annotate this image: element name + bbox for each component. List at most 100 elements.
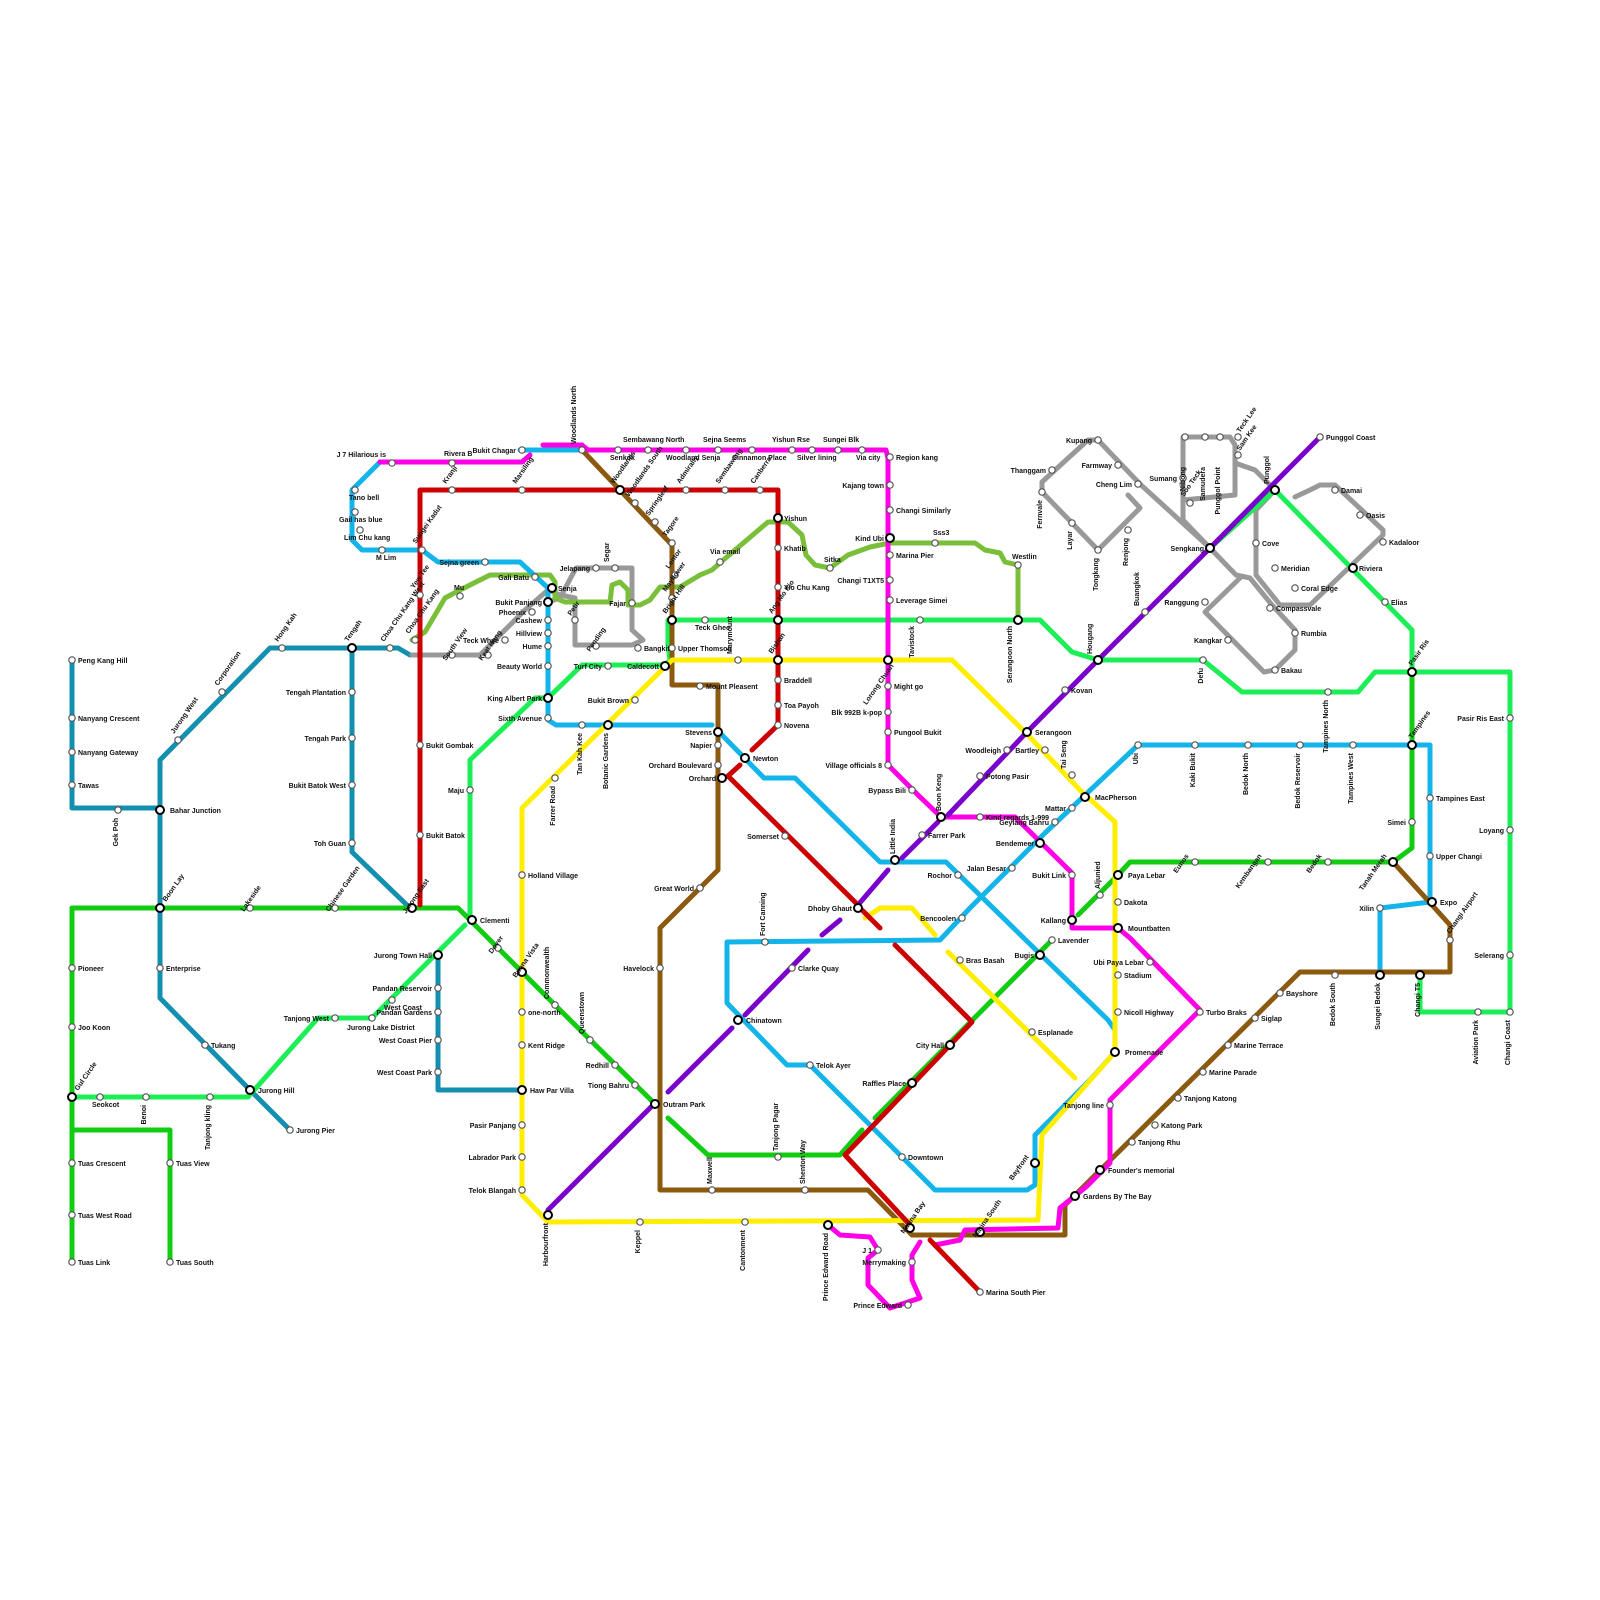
station-bukit-batok-west[interactable] <box>349 782 355 788</box>
station-tawas[interactable] <box>69 782 75 788</box>
station-woodlands-north[interactable] <box>579 447 585 453</box>
station-tuas-west-road[interactable] <box>69 1212 75 1218</box>
station-samudera[interactable] <box>1202 434 1208 440</box>
station-woodlands-south[interactable] <box>632 500 638 506</box>
station-bedok-reservoir[interactable] <box>1297 742 1303 748</box>
station-nanyang-gateway[interactable] <box>69 749 75 755</box>
station-via-email[interactable] <box>717 559 723 565</box>
station-kadaloor[interactable] <box>1380 539 1386 545</box>
station-changi-coast[interactable] <box>1507 1009 1513 1015</box>
station-marina-pier[interactable] <box>887 552 893 558</box>
station-choa-chu-kang-west[interactable] <box>387 645 393 651</box>
station-cheng-lim[interactable] <box>1135 481 1141 487</box>
station-marine-parade[interactable] <box>1200 1069 1206 1075</box>
station-kangkar[interactable] <box>1225 637 1231 643</box>
station-lorong-chuan[interactable] <box>884 656 892 664</box>
station-bukit-link[interactable] <box>1069 872 1075 878</box>
station-braddell[interactable] <box>775 677 781 683</box>
station-hume[interactable] <box>545 643 551 649</box>
station-potong-pasir[interactable] <box>977 773 983 779</box>
station-yishun[interactable] <box>774 514 782 522</box>
station-region-kang[interactable] <box>887 454 893 460</box>
station-tampines-west[interactable] <box>1350 742 1356 748</box>
station-teck-whye[interactable] <box>502 637 508 643</box>
station-beauty-world[interactable] <box>545 663 551 669</box>
station-canberra[interactable] <box>757 487 763 493</box>
station-via-city[interactable] <box>859 447 865 453</box>
station-tampines-east[interactable] <box>1427 795 1433 801</box>
station-sungei-blk[interactable] <box>835 447 841 453</box>
station-j1[interactable] <box>875 1247 881 1253</box>
station-holland-village[interactable] <box>519 872 525 878</box>
station-great-world[interactable] <box>697 885 703 891</box>
station-turf-city[interactable] <box>605 663 611 669</box>
station-pungool-bukit[interactable] <box>885 729 891 735</box>
station-tanjong-line[interactable] <box>1107 1102 1113 1108</box>
station-bendemeer[interactable] <box>1036 839 1044 847</box>
station-bartley[interactable] <box>1042 747 1048 753</box>
station-yio-chu-kang[interactable] <box>775 584 781 590</box>
station-kallang[interactable] <box>1068 916 1076 924</box>
station-botanic-gardens[interactable] <box>604 721 612 729</box>
station-tampines[interactable] <box>1408 741 1416 749</box>
station-corporation[interactable] <box>219 689 225 695</box>
station-jurong-hill[interactable] <box>246 1086 254 1094</box>
station-bayfront[interactable] <box>1031 1159 1039 1167</box>
station-sungei-bedok[interactable] <box>1376 971 1384 979</box>
station-tuas-view[interactable] <box>167 1160 173 1166</box>
station-maxwell[interactable] <box>709 1187 715 1193</box>
station-senkok[interactable] <box>615 447 621 453</box>
station-toh-guan[interactable] <box>349 840 355 846</box>
station-bypass-bili[interactable] <box>909 787 915 793</box>
station-selerang[interactable] <box>1507 952 1513 958</box>
station-upper-thomson[interactable] <box>669 645 675 651</box>
station-stadium[interactable] <box>1115 972 1121 978</box>
station-upper-changi[interactable] <box>1427 853 1433 859</box>
station-siglap[interactable] <box>1252 1015 1258 1021</box>
station-serangoon[interactable] <box>1023 728 1031 736</box>
station-orchard[interactable] <box>718 774 726 782</box>
station-bakau[interactable] <box>1272 667 1278 673</box>
station-enterprise[interactable] <box>157 965 163 971</box>
station-kent-ridge[interactable] <box>519 1042 525 1048</box>
station-village-officials-8[interactable] <box>885 762 891 768</box>
station-farrer-road[interactable] <box>552 775 558 781</box>
station-bras-basah[interactable] <box>957 957 963 963</box>
station-tongkang[interactable] <box>1095 547 1101 553</box>
station-tanjong-kling[interactable] <box>207 1094 213 1100</box>
station-nibong[interactable] <box>1182 434 1188 440</box>
station-punggol-point[interactable] <box>1217 434 1223 440</box>
station-renjong[interactable] <box>1125 527 1131 533</box>
station-admiralty[interactable] <box>683 487 689 493</box>
station-punggol[interactable] <box>1271 486 1279 494</box>
station-dakota[interactable] <box>1115 899 1121 905</box>
station-kupang[interactable] <box>1095 437 1101 443</box>
station-meridian[interactable] <box>1272 565 1278 571</box>
station-merrymaking[interactable] <box>909 1259 915 1265</box>
station-changi-t5[interactable] <box>1416 971 1424 979</box>
station-changi-t1xt5[interactable] <box>887 577 893 583</box>
station-shenton-way[interactable] <box>802 1187 808 1193</box>
station-kind-ubi[interactable] <box>886 534 894 542</box>
station-pandan-reservoir[interactable] <box>435 985 441 991</box>
station-bright-hill[interactable] <box>668 616 676 624</box>
station-jurong-west[interactable] <box>175 737 181 743</box>
station-kajang-town[interactable] <box>887 482 893 488</box>
station-gul-circle[interactable] <box>68 1093 76 1101</box>
station-gek-poh[interactable] <box>115 807 121 813</box>
station-tagore[interactable] <box>669 540 675 546</box>
station-segar[interactable] <box>612 565 618 571</box>
station-west-coast-park[interactable] <box>435 1069 441 1075</box>
station-loyang[interactable] <box>1507 827 1513 833</box>
station-sitka[interactable] <box>827 565 833 571</box>
station-bayshore[interactable] <box>1277 990 1283 996</box>
station-dhoby-ghaut[interactable] <box>854 904 862 912</box>
station-westlin[interactable] <box>1015 562 1021 568</box>
station-benoi[interactable] <box>143 1094 149 1100</box>
station-raffles-place[interactable] <box>908 1079 916 1087</box>
station-tai-seng[interactable] <box>1069 772 1075 778</box>
station-gardens-by-the-bay[interactable] <box>1071 1192 1079 1200</box>
station-oasis[interactable] <box>1357 512 1363 518</box>
station-pasir-ris-east[interactable] <box>1507 715 1513 721</box>
station-damai[interactable] <box>1332 487 1338 493</box>
